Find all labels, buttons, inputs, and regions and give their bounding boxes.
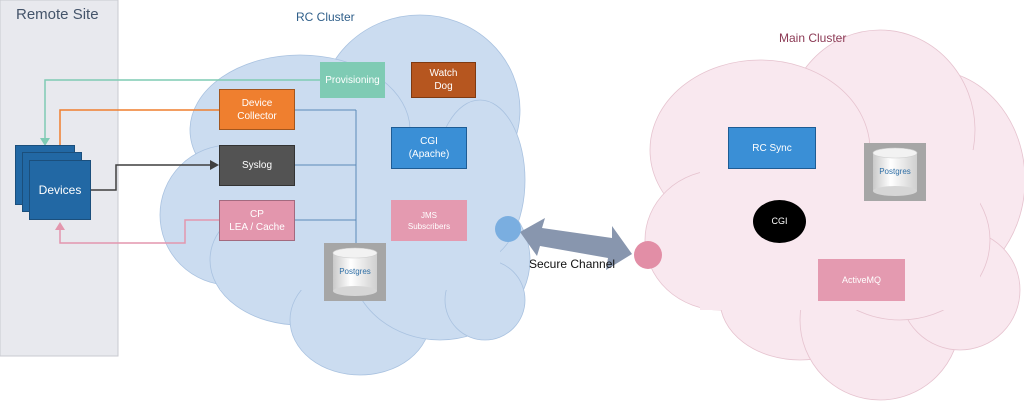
rc-sync-node[interactable]: RC Sync xyxy=(728,127,816,169)
secure-channel-arrow xyxy=(520,218,632,270)
cp-lea-cache-node[interactable]: CP LEA / Cache xyxy=(219,200,295,241)
rc-postgres-label: Postgres xyxy=(339,267,371,276)
main-cluster-cloud xyxy=(644,29,1024,401)
main-postgres-label: Postgres xyxy=(879,167,911,176)
main-cluster-title: Main Cluster xyxy=(779,31,847,45)
rc-cluster-title: RC Cluster xyxy=(296,10,355,24)
rc-endpoint-node xyxy=(495,216,521,242)
arrowhead xyxy=(40,138,50,146)
rc-bus-lines xyxy=(295,109,357,250)
rc-postgres-node[interactable]: Postgres xyxy=(324,243,386,301)
arrowhead xyxy=(55,222,65,230)
watchdog-node[interactable]: Watch Dog xyxy=(411,62,476,98)
cgi-apache-node[interactable]: CGI (Apache) xyxy=(391,127,467,169)
arrowhead xyxy=(210,160,219,170)
main-postgres-node[interactable]: Postgres xyxy=(864,143,926,201)
provisioning-node[interactable]: Provisioning xyxy=(320,62,385,98)
provisioning-to-devices-connector xyxy=(44,79,320,140)
activemq-node[interactable]: ActiveMQ xyxy=(818,259,905,301)
device-collector-node[interactable]: Device Collector xyxy=(219,89,295,130)
database-icon xyxy=(872,147,918,196)
jms-subscribers-node[interactable]: JMS Subscribers xyxy=(391,200,467,241)
remote-site-title: Remote Site xyxy=(16,6,99,23)
main-endpoint-node xyxy=(634,241,662,269)
devices-to-syslog-connector xyxy=(91,164,212,191)
devices-node[interactable]: Devices xyxy=(29,160,91,220)
secure-channel-label: Secure Channel xyxy=(529,257,616,271)
cgi-main-node[interactable]: CGI xyxy=(753,200,806,243)
cp-to-devices-connector xyxy=(59,219,220,244)
syslog-node[interactable]: Syslog xyxy=(219,145,295,186)
collector-to-devices-connector xyxy=(59,109,220,152)
database-icon xyxy=(332,247,378,296)
